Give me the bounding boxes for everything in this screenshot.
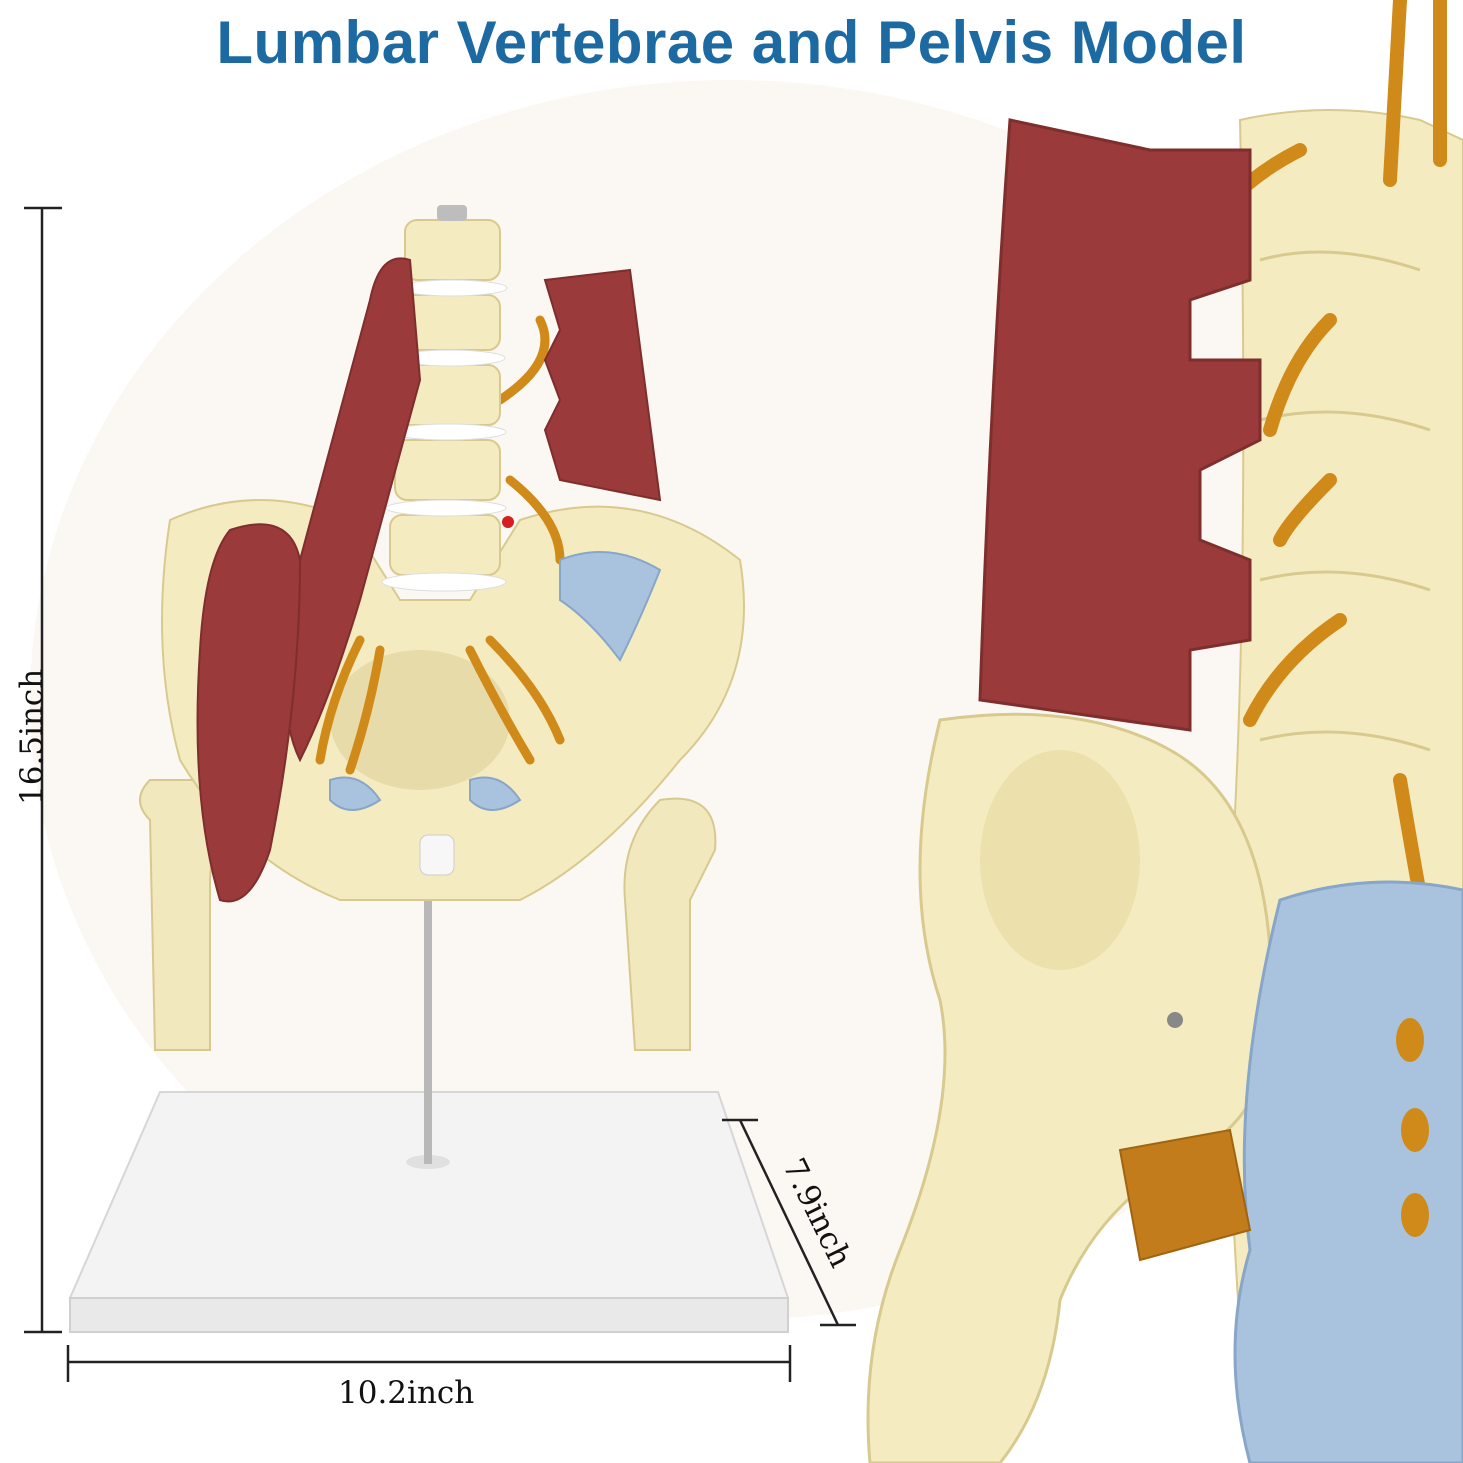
- display-base: [68, 1091, 790, 1333]
- pubic-symphysis: [419, 834, 455, 876]
- height-dimension-line: [24, 206, 62, 1334]
- nerve-plexus: [315, 315, 565, 775]
- width-label: 10.2inch: [338, 1375, 475, 1411]
- piriformis-closeup: [1118, 1128, 1252, 1262]
- height-label: 16.5inch: [14, 668, 50, 805]
- closeup-view: [866, 0, 1463, 1463]
- ilium-closeup: [866, 712, 1276, 1463]
- width-dimension-line: [66, 1345, 792, 1382]
- depth-dimension-line: [722, 1118, 856, 1327]
- muscle-closeup: [978, 118, 1262, 732]
- femur-right: [623, 797, 717, 1051]
- iliacus-muscle: [196, 523, 302, 903]
- page-title: Lumbar Vertebrae and Pelvis Model: [216, 9, 1247, 76]
- ligament-closeup: [1233, 880, 1463, 1463]
- ligament: [329, 551, 662, 811]
- marker-dot: [502, 516, 514, 528]
- quadratus-lumborum-muscle: [543, 268, 662, 502]
- stand-rod: [424, 662, 432, 1164]
